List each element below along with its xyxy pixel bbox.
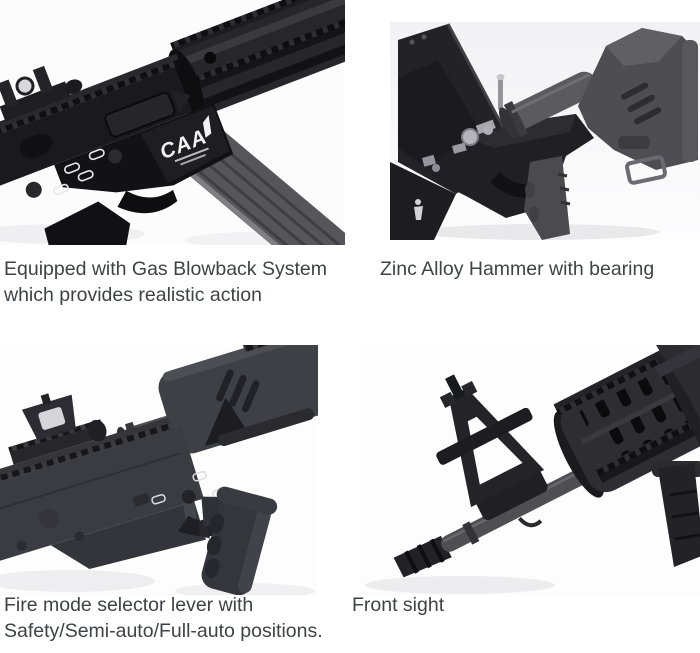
rifle-assembly: CAA xyxy=(0,0,345,245)
barrel xyxy=(393,460,604,578)
stock xyxy=(116,345,318,458)
caption-line: which provides realistic action xyxy=(4,284,262,306)
sling-loop xyxy=(625,155,667,185)
caption-front-sight: Front sight xyxy=(352,592,444,618)
product-photo-front-sight xyxy=(360,345,700,595)
zinc-hammer-parts xyxy=(422,74,505,172)
rifle-caa-illustration: CAA xyxy=(0,0,345,245)
receiver-corner xyxy=(654,345,700,415)
product-photo-gas-blowback: CAA xyxy=(0,0,345,245)
caa-flame-icon xyxy=(202,115,212,138)
fire-selector-lever xyxy=(181,489,197,525)
barrel-assembly xyxy=(393,345,700,578)
vented-handguard xyxy=(553,345,700,498)
caption-line: Fire mode selector lever with xyxy=(4,594,254,616)
pistol-grip xyxy=(201,486,278,595)
rear-sight xyxy=(0,65,83,158)
trigger-group xyxy=(44,189,178,245)
selector-illustration xyxy=(0,345,318,595)
product-photo-zinc-hammer xyxy=(390,22,700,240)
buffer-tube xyxy=(499,71,598,139)
product-photo-fire-selector xyxy=(0,345,318,595)
caption-line: Zinc Alloy Hammer with bearing xyxy=(380,258,655,280)
front-sight-post xyxy=(436,374,548,521)
caption-gas-blowback: Equipped with Gas Blowback System which … xyxy=(4,256,327,308)
caption-zinc-hammer: Zinc Alloy Hammer with bearing xyxy=(380,256,654,282)
caption-line: Front sight xyxy=(352,594,445,616)
vertical-foregrip xyxy=(652,461,700,567)
front-sight-illustration xyxy=(360,345,700,595)
rear-sight xyxy=(8,393,107,465)
pistol-grip xyxy=(524,156,571,240)
hammer-illustration xyxy=(390,22,700,240)
upper-receiver xyxy=(0,53,193,195)
receiver xyxy=(0,393,238,572)
magwell-logo-icon xyxy=(414,199,423,220)
caption-line: Safety/Semi-auto/Full-auto positions. xyxy=(4,620,323,642)
caption-line: Equipped with Gas Blowback System xyxy=(4,258,327,280)
selector-markings-icon xyxy=(52,148,105,196)
rail-handguard xyxy=(168,0,345,120)
stock xyxy=(578,28,698,185)
caption-fire-selector: Fire mode selector lever with Safety/Sem… xyxy=(4,592,323,644)
